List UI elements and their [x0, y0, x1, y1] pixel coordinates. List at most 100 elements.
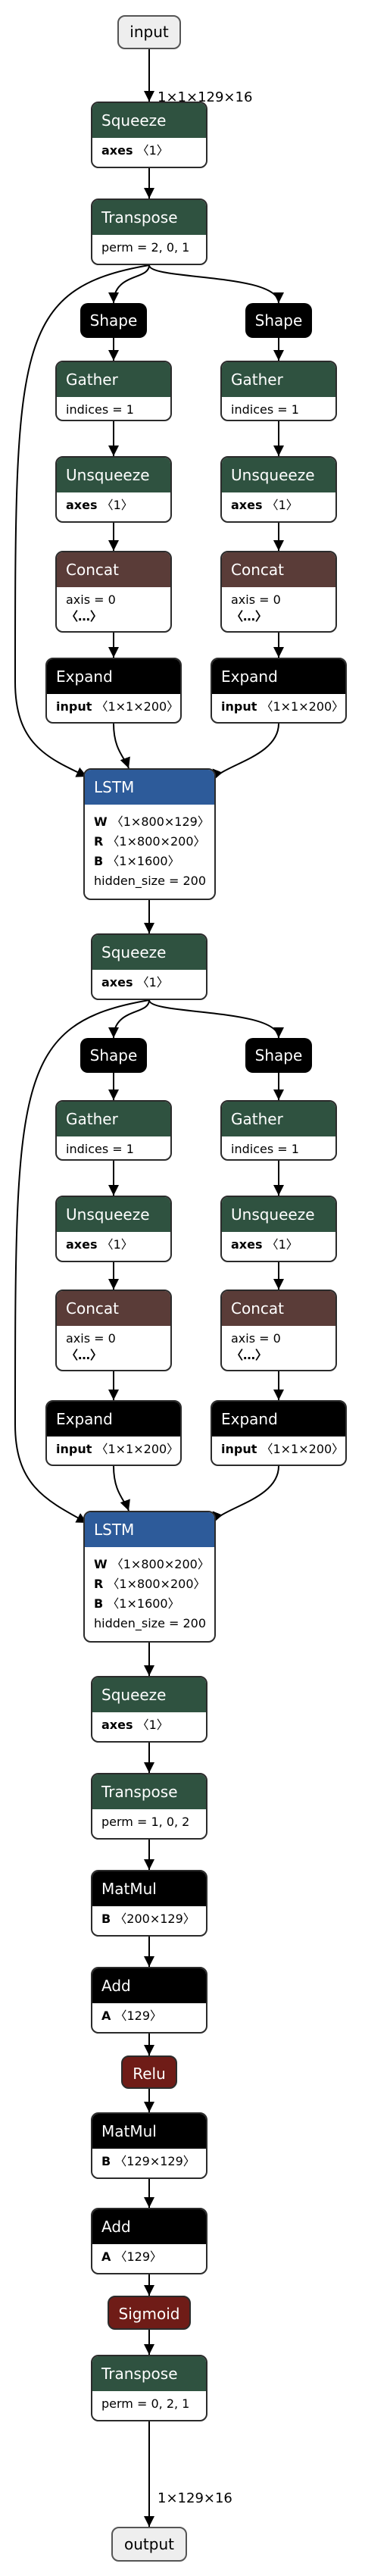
edge-squeeze2-shape-l: [108, 999, 150, 1039]
relu-node[interactable]: Relu: [121, 2055, 177, 2089]
attr-text: perm = 1, 0, 2: [101, 1815, 190, 1829]
squeeze-node-2[interactable]: Squeeze axes 〈1〉: [91, 933, 207, 1000]
attr-text: axis = 0: [231, 1331, 281, 1346]
attr-value: 〈1〉: [136, 1718, 169, 1732]
unsqueeze-node-left-1[interactable]: Unsqueeze axes 〈1〉: [55, 456, 172, 523]
expand-node-left-1[interactable]: Expand input 〈1×1×200〉: [45, 658, 182, 724]
node-header: MatMul: [92, 2114, 206, 2149]
node-header: Expand: [212, 659, 345, 694]
attr-value: 〈1〉: [101, 498, 133, 512]
edge-transpose1-shape-r: [148, 264, 284, 304]
attr-text: indices = 1: [231, 1142, 299, 1156]
shape-node-left-2[interactable]: Shape: [80, 1038, 147, 1073]
gather-node-left-1[interactable]: Gather indices = 1: [55, 361, 172, 421]
attr-value: 〈1×800×200〉: [107, 1577, 206, 1591]
edge-transpose1-shape-l: [108, 264, 150, 304]
node-header: Gather: [222, 1102, 335, 1136]
attr-key: R: [94, 1577, 104, 1591]
attr-value: 〈1×800×200〉: [107, 834, 206, 849]
attr-key: axes: [66, 498, 98, 512]
attr-key: W: [94, 1557, 108, 1571]
unsqueeze-node-right-1[interactable]: Unsqueeze axes 〈1〉: [220, 456, 337, 523]
concat-node-left-1[interactable]: Concat axis = 0 〈…〉: [55, 551, 172, 633]
concat-node-left-2[interactable]: Concat axis = 0 〈…〉: [55, 1290, 172, 1371]
node-header: Gather: [57, 362, 170, 397]
concat-node-right-1[interactable]: Concat axis = 0 〈…〉: [220, 551, 337, 633]
attr-key: B: [101, 2154, 111, 2168]
transpose-node-2[interactable]: Transpose perm = 1, 0, 2: [91, 1773, 207, 1840]
node-header: Unsqueeze: [222, 458, 335, 492]
add-node-1[interactable]: Add A 〈129〉: [91, 1967, 207, 2034]
attr-text: hidden_size = 200: [94, 874, 207, 888]
unsqueeze-node-left-2[interactable]: Unsqueeze axes 〈1〉: [55, 1196, 172, 1262]
node-header: Unsqueeze: [57, 1197, 170, 1232]
gather-node-left-2[interactable]: Gather indices = 1: [55, 1100, 172, 1161]
unsqueeze-node-right-2[interactable]: Unsqueeze axes 〈1〉: [220, 1196, 337, 1262]
attr-value: 〈129〉: [114, 2249, 163, 2264]
squeeze-node-1[interactable]: Squeeze axes 〈1〉: [91, 102, 207, 168]
node-header: Transpose: [92, 2356, 206, 2391]
input-node[interactable]: input: [117, 15, 181, 49]
concat-node-right-2[interactable]: Concat axis = 0 〈…〉: [220, 1290, 337, 1371]
node-header: Concat: [57, 552, 170, 587]
edge-transpose1-lstm1: [14, 264, 150, 777]
attr-key: axes: [231, 1237, 263, 1252]
attr-text: indices = 1: [66, 402, 134, 417]
expand-node-right-2[interactable]: Expand input 〈1×1×200〉: [211, 1400, 347, 1466]
attr-value: 〈1〉: [136, 143, 169, 158]
attr-value: 〈1×1600〉: [107, 1596, 180, 1611]
edge-expand-l1-lstm1: [113, 723, 130, 769]
expand-node-left-2[interactable]: Expand input 〈1×1×200〉: [45, 1400, 182, 1466]
attr-value: 〈1〉: [101, 1237, 133, 1252]
node-header: Gather: [57, 1102, 170, 1136]
node-header: Expand: [212, 1402, 345, 1436]
attr-value: 〈1〉: [136, 975, 169, 989]
attr-text: indices = 1: [231, 402, 299, 417]
lstm-node-2[interactable]: LSTM W 〈1×800×200〉 R 〈1×800×200〉 B 〈1×16…: [83, 1511, 216, 1643]
attr-text: axis = 0: [231, 592, 281, 607]
node-header: Add: [92, 1968, 206, 2003]
gather-node-right-1[interactable]: Gather indices = 1: [220, 361, 337, 421]
attr-text: axis = 0: [66, 592, 116, 607]
attr-key: B: [101, 1912, 111, 1926]
edge-expand-l2-lstm2: [113, 1465, 130, 1512]
attr-key: A: [101, 2249, 111, 2264]
sigmoid-node[interactable]: Sigmoid: [108, 2296, 191, 2330]
node-header: Gather: [222, 362, 335, 397]
add-node-2[interactable]: Add A 〈129〉: [91, 2208, 207, 2274]
attr-value: 〈200×129〉: [114, 1912, 195, 1926]
lstm-node-1[interactable]: LSTM W 〈1×800×129〉 R 〈1×800×200〉 B 〈1×16…: [83, 768, 216, 900]
attr-value: 〈1×800×200〉: [111, 1557, 210, 1571]
node-header: Squeeze: [92, 935, 206, 970]
matmul-node-1[interactable]: MatMul B 〈200×129〉: [91, 1870, 207, 1937]
attr-text: perm = 0, 2, 1: [101, 2396, 190, 2411]
shape-node-right-1[interactable]: Shape: [245, 303, 312, 338]
attr-key: axes: [101, 975, 133, 989]
squeeze-node-3[interactable]: Squeeze axes 〈1〉: [91, 1676, 207, 1743]
edge-squeeze2-shape-r: [148, 999, 284, 1039]
node-header: Expand: [47, 1402, 180, 1436]
attr-key: B: [94, 1596, 104, 1611]
gather-node-right-2[interactable]: Gather indices = 1: [220, 1100, 337, 1161]
attr-text: hidden_size = 200: [94, 1616, 207, 1630]
transpose-node-3[interactable]: Transpose perm = 0, 2, 1: [91, 2355, 207, 2421]
attr-key: axes: [66, 1237, 98, 1252]
attr-key: axes: [231, 498, 263, 512]
node-header: Squeeze: [92, 103, 206, 138]
attr-key: input: [56, 699, 92, 714]
attr-value: 〈1×1×200〉: [95, 1442, 179, 1456]
transpose-node-1[interactable]: Transpose perm = 2, 0, 1: [91, 199, 207, 265]
attr-text: indices = 1: [66, 1142, 134, 1156]
output-node[interactable]: output: [111, 2527, 187, 2562]
attr-ellipsis: 〈…〉: [66, 609, 103, 624]
matmul-node-2[interactable]: MatMul B 〈129×129〉: [91, 2112, 207, 2179]
attr-ellipsis: 〈…〉: [231, 1348, 268, 1362]
shape-node-left-1[interactable]: Shape: [80, 303, 147, 338]
edge-expand-r2-lstm2: [212, 1465, 279, 1524]
attr-ellipsis: 〈…〉: [231, 609, 268, 624]
node-header: Squeeze: [92, 1677, 206, 1712]
expand-node-right-1[interactable]: Expand input 〈1×1×200〉: [211, 658, 347, 724]
attr-value: 〈1×1600〉: [107, 854, 180, 868]
shape-node-right-2[interactable]: Shape: [245, 1038, 312, 1073]
node-header: Concat: [222, 552, 335, 587]
